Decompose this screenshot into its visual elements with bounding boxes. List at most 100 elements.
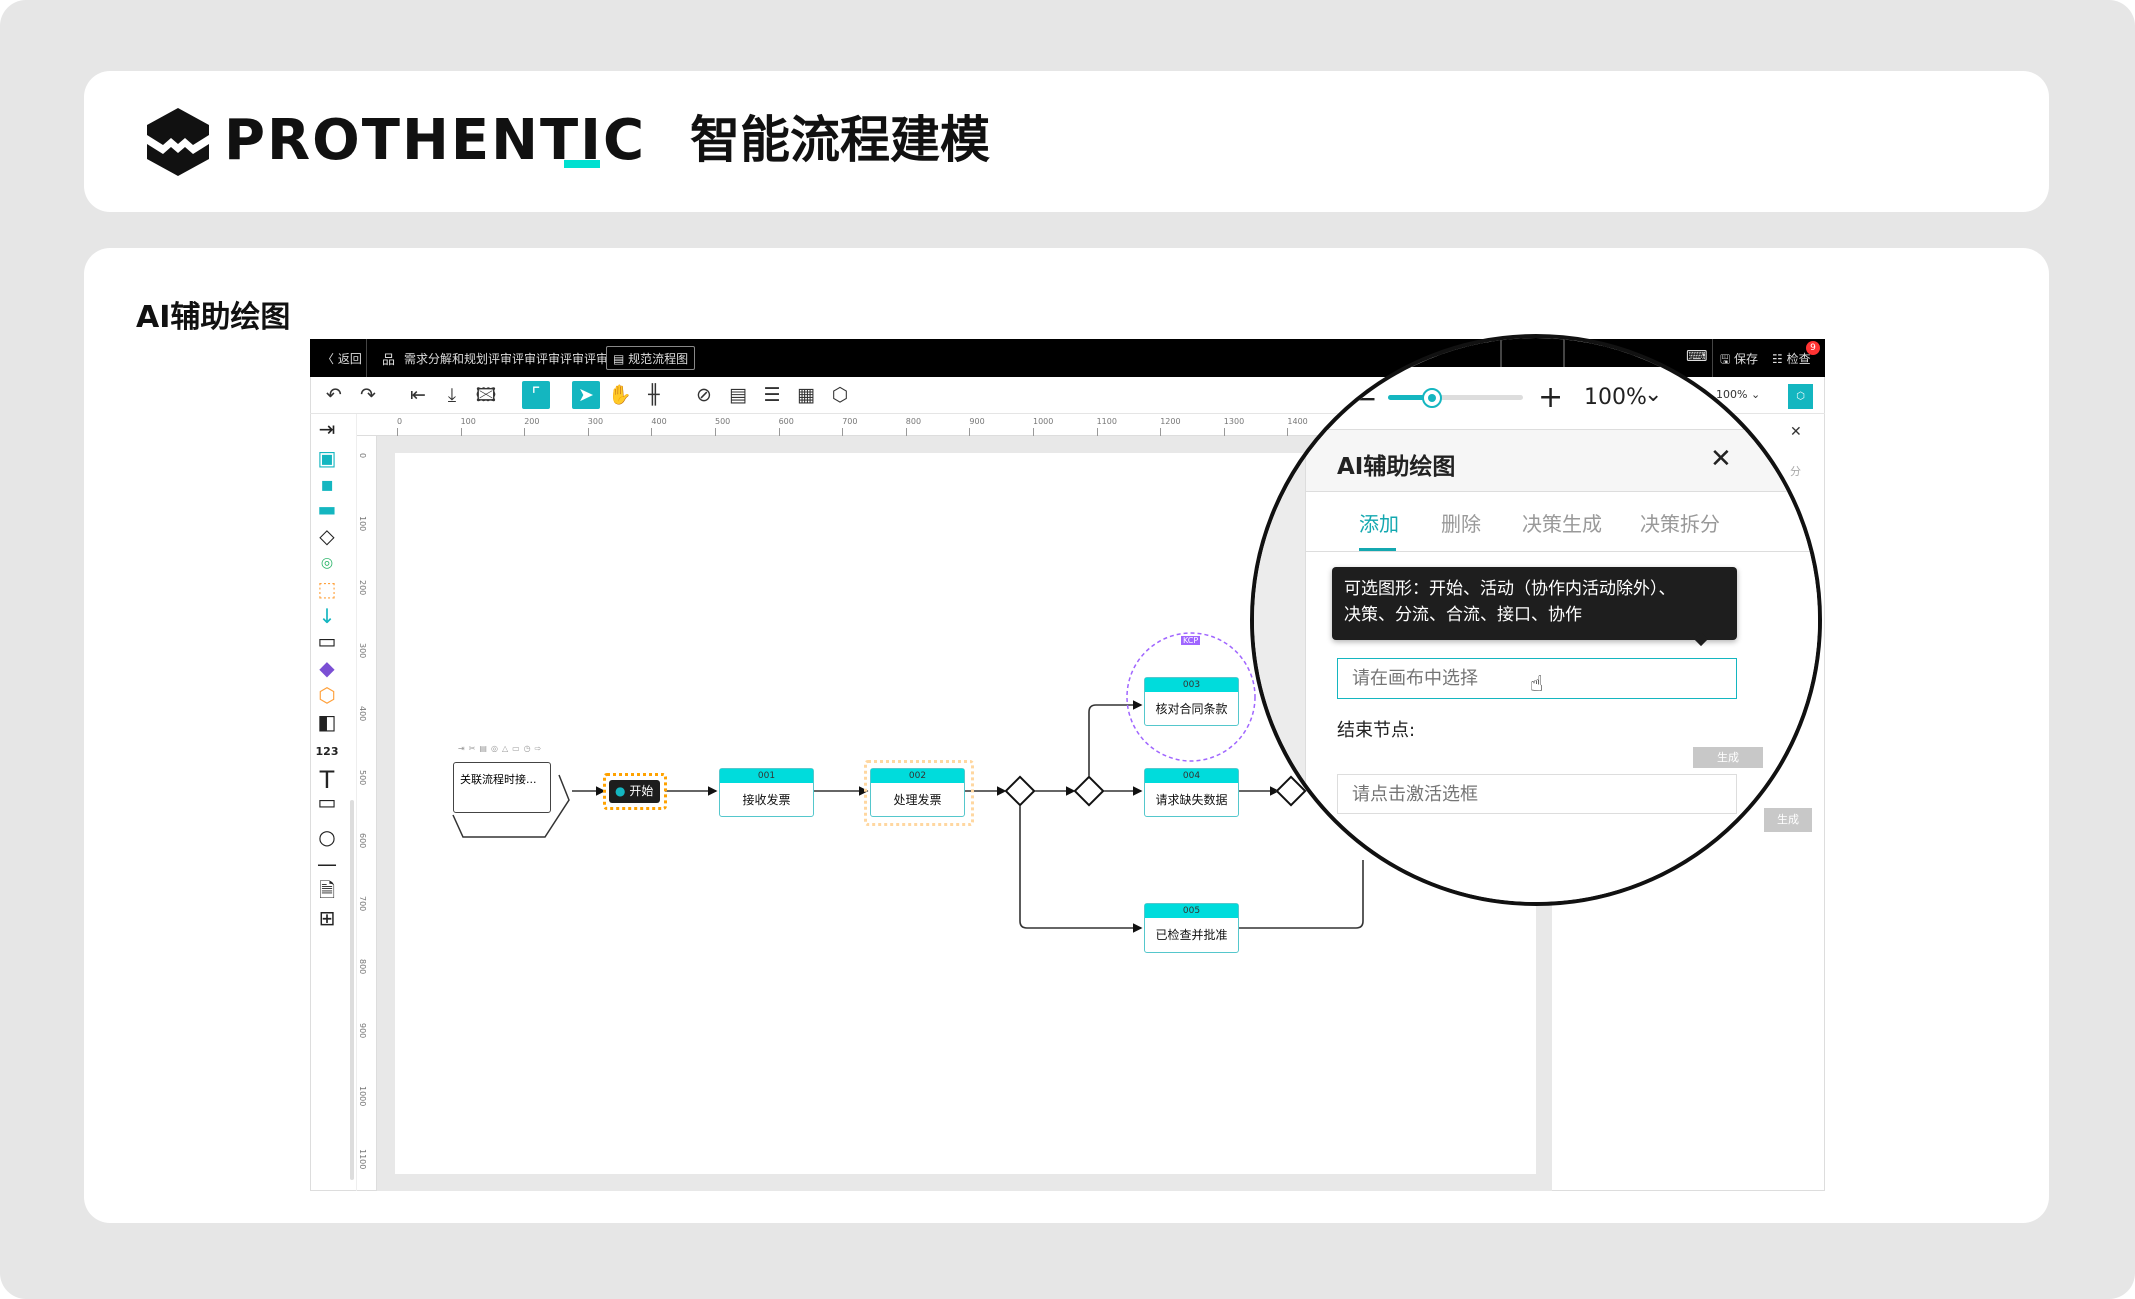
download-icon[interactable]: ⤓ [447, 384, 457, 406]
text-tool-icon[interactable]: T [319, 766, 335, 794]
divider [1563, 338, 1565, 367]
undo-icon[interactable]: ↶ [326, 384, 342, 406]
linked-process-label: 关联流程时接... [460, 773, 537, 786]
edge [1088, 700, 1143, 776]
import-icon[interactable]: ⇤ [410, 384, 426, 406]
diamond-icon[interactable]: ◆ [319, 656, 335, 680]
ruler-toggle-icon[interactable]: ⌜ [522, 381, 550, 409]
lane-icon[interactable]: ▤ [729, 384, 747, 406]
sidebar-scrollbar[interactable] [350, 800, 354, 1180]
note-icon[interactable]: 🗎 [318, 878, 336, 902]
redo-icon[interactable]: ↷ [360, 384, 376, 406]
mode-badge[interactable]: ▤ 规范流程图 [606, 346, 696, 370]
generate-button-bg[interactable]: 生成 [1764, 808, 1812, 832]
zoom-out-icon[interactable]: − [1354, 382, 1378, 415]
end-node-label: 结束节点: [1337, 720, 1416, 741]
keyboard-icon[interactable]: ⌨ [1686, 347, 1708, 365]
rectangle-icon[interactable]: ▭ [317, 790, 337, 814]
ruler-tick-label: 100 [460, 417, 476, 426]
zoom-select[interactable]: 100% ⌄ [1716, 388, 1760, 401]
linked-process-node[interactable]: 关联流程时接... [453, 762, 551, 813]
layout-icon[interactable]: ⊞ [318, 906, 336, 930]
chevron-down-icon[interactable]: ⌄ [1644, 382, 1663, 407]
lens-zoom-value[interactable]: 100% [1584, 385, 1647, 410]
ruler-tick-label: 1000 [1033, 417, 1054, 426]
ruler-tick-label: 500 [715, 417, 731, 426]
hexagon-icon[interactable]: ⬡ [318, 683, 336, 707]
node-id: 004 [1145, 769, 1238, 783]
ruler-tick [651, 428, 653, 436]
ai-panel-header [1306, 430, 1818, 492]
generate-button[interactable]: 生成 [1693, 747, 1763, 768]
zoom-slider-fill [1388, 395, 1436, 400]
end-node-select-input[interactable] [1337, 774, 1737, 814]
hand-cursor-icon: ☝ [1530, 672, 1544, 697]
document-title[interactable]: 需求分解和规划评审评审评审评审评审 [404, 352, 609, 366]
zoom-slider[interactable] [1388, 395, 1523, 400]
arrow-down-icon[interactable]: ↓ [318, 604, 336, 628]
save-button[interactable]: 🖫 保存 [1720, 350, 1758, 371]
check-button[interactable]: ☷ 检查 [1772, 350, 1811, 367]
line-icon[interactable]: — [317, 852, 337, 876]
ksf-icon[interactable]: ◎ [320, 555, 334, 571]
tab-partial: 分 [1790, 465, 1801, 478]
divider [1306, 551, 1818, 552]
tab-decision-split[interactable]: 决策拆分 [1640, 512, 1720, 536]
tooltip-line: 决策、分流、合流、接口、协作 [1344, 605, 1582, 625]
split-icon[interactable]: ╫ [648, 384, 660, 406]
decision-icon[interactable]: ◇ [319, 524, 335, 548]
node-label: 请求缺失数据 [1155, 793, 1228, 807]
zoom-slider-handle[interactable] [1422, 388, 1442, 408]
interface-icon[interactable]: ▭ [317, 629, 337, 653]
close-icon[interactable]: ✕ [1710, 444, 1732, 474]
check-label: 检查 [1786, 352, 1811, 366]
canvas-edge [1254, 430, 1305, 902]
page-title: 智能流程建模 [690, 111, 990, 169]
mode-label: 规范流程图 [628, 352, 689, 366]
start-node[interactable]: ● 开始 [609, 780, 660, 803]
activity-node[interactable]: 004 请求缺失数据 [1144, 768, 1239, 817]
ruler-tick-label: 1100 [1096, 417, 1117, 426]
node-id: 005 [1145, 904, 1238, 918]
start-event-icon[interactable]: ▣ [317, 446, 337, 470]
lane-shape-icon[interactable]: ◧ [317, 710, 337, 734]
select-pointer-icon[interactable]: ➤ [572, 381, 600, 409]
tooltip-line: 可选图形：开始、活动（协作内活动除外）、 [1344, 579, 1676, 599]
ruler-tick-label: 800 [905, 417, 922, 426]
back-button[interactable]: 〈 返回 [322, 350, 362, 367]
divider [1254, 429, 1818, 430]
hide-icon[interactable]: ⊘ [696, 384, 712, 406]
ruler-tick-label: 200 [524, 417, 540, 426]
ruler-tick-label: 300 [587, 417, 604, 426]
tab-add[interactable]: 添加 [1359, 512, 1399, 536]
node-action-icons[interactable]: ⇥✂▤◎△▭◷⇨ [458, 744, 546, 753]
ruler-tick-label: 400 [651, 417, 667, 426]
start-node-select-input[interactable] [1337, 658, 1737, 699]
node-label: 接收发票 [742, 793, 791, 807]
export-image-icon[interactable]: 🖾 [475, 384, 497, 406]
chevron-left-icon: 〈 [322, 352, 338, 366]
ruler-tick [1033, 428, 1034, 436]
circle-icon[interactable]: ○ [318, 825, 336, 849]
zoom-in-icon[interactable]: + [1538, 380, 1564, 415]
collapse-icon[interactable]: ⇥ [318, 417, 336, 441]
subprocess-icon[interactable]: ▬ [317, 497, 337, 521]
table-icon[interactable]: ▦ [797, 384, 815, 406]
ai-assist-button[interactable]: ⬡ [1788, 384, 1813, 409]
tab-decision-generate[interactable]: 决策生成 [1522, 512, 1602, 536]
activity-icon[interactable]: ▪ [320, 472, 334, 496]
magnifier-lens: − + 100% ⌄ AI辅助绘图 ✕ 添加 删除 决策生成 决策拆分 可选图形… [1250, 334, 1822, 906]
number-icon[interactable]: 123 [315, 745, 339, 758]
divider [1500, 338, 1502, 367]
group-icon[interactable]: ⬚ [317, 577, 337, 601]
swap-icon[interactable]: ⬡ [831, 384, 849, 406]
hand-pan-icon[interactable]: ✋ [608, 384, 632, 406]
tab-delete[interactable]: 删除 [1441, 512, 1481, 536]
close-icon[interactable]: ✕ [1790, 424, 1802, 440]
ruler-tick [842, 428, 844, 436]
numbered-list-icon[interactable]: ☰ [763, 384, 781, 406]
